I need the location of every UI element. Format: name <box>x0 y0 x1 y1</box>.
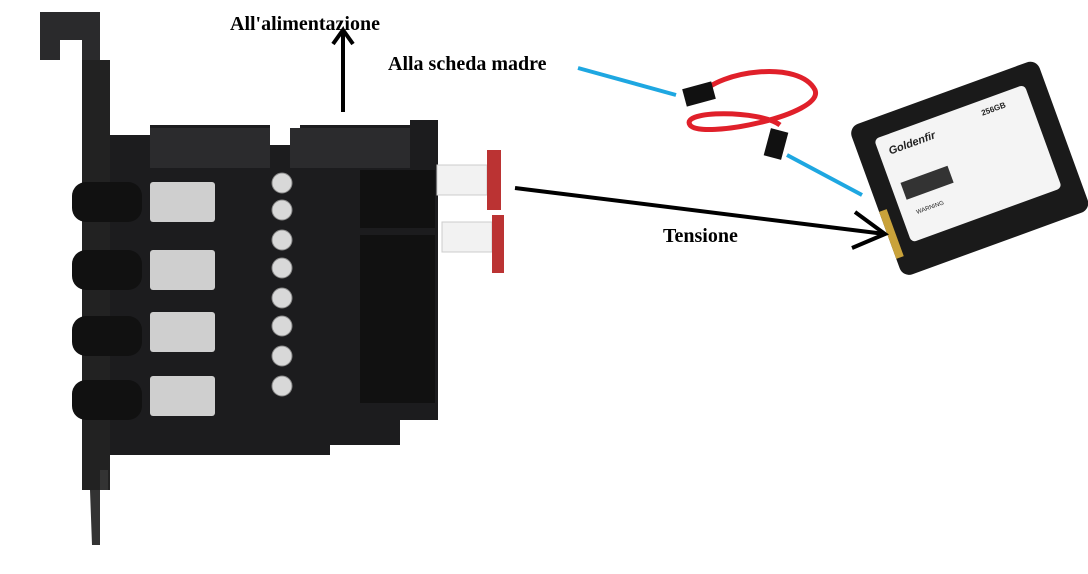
sata-line-motherboard <box>577 66 677 97</box>
label-motherboard: Alla scheda madre <box>388 53 547 75</box>
potentiometers <box>150 182 215 416</box>
sata-power-connector <box>150 128 270 168</box>
arrow-to-power <box>331 26 355 112</box>
arrow-voltage <box>514 186 890 250</box>
label-voltage: Tensione <box>663 225 738 247</box>
label-power: All'alimentazione <box>230 13 380 35</box>
fan-connectors <box>360 170 435 403</box>
sata-line-ssd <box>786 153 863 197</box>
knobs <box>72 182 142 420</box>
sata-cable <box>682 69 818 160</box>
molex-connectors <box>436 150 504 273</box>
fan-controller-board <box>72 120 438 455</box>
ssd-drive: Goldenfir 256GB WARNING <box>851 61 1088 275</box>
sata-power-connector <box>290 128 410 168</box>
capacitors <box>271 172 293 397</box>
